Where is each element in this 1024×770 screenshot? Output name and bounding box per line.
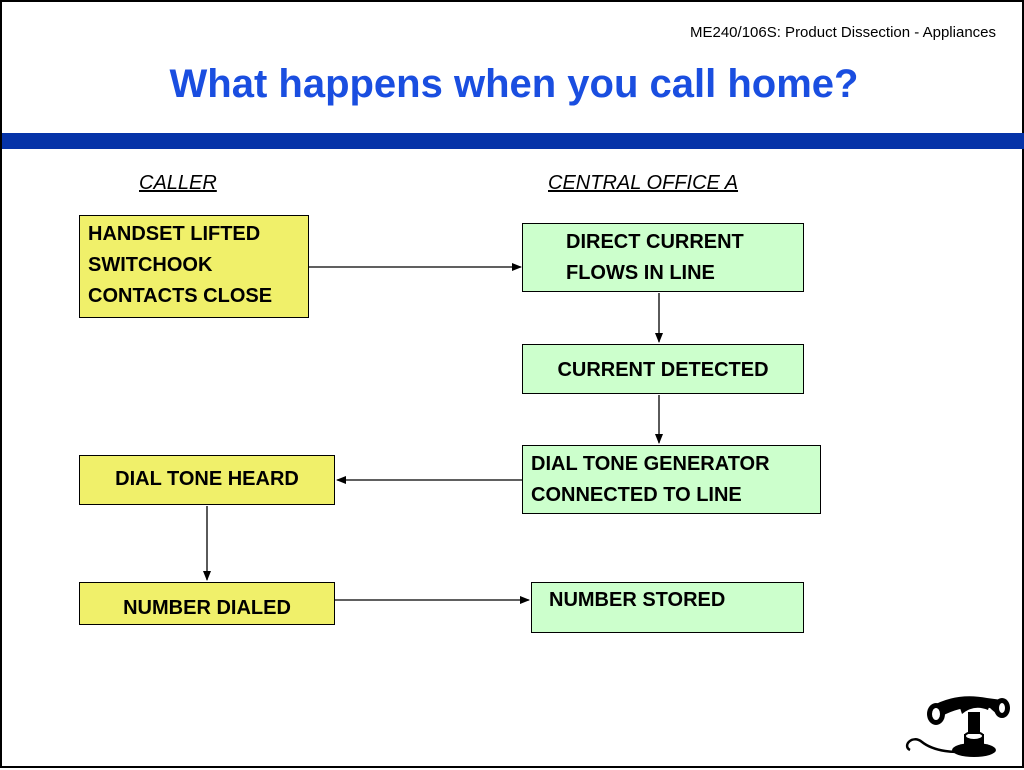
step-text: NUMBER STORED	[549, 589, 726, 611]
step-text: CONTACTS CLOSE	[88, 285, 273, 307]
central-office-column-heading: CENTRAL OFFICE A	[548, 172, 739, 194]
step-text: DIAL TONE GENERATOR	[531, 453, 770, 475]
number-dialed-box: NUMBER DIALED	[79, 582, 335, 625]
step-text: NUMBER DIALED	[123, 597, 291, 619]
telephone-icon	[905, 696, 1010, 757]
step-text: CURRENT DETECTED	[557, 359, 769, 381]
step-text: HANDSET LIFTED	[88, 223, 261, 245]
dial-tone-generator-box: DIAL TONE GENERATOR CONNECTED TO LINE	[522, 445, 821, 514]
step-text: FLOWS IN LINE	[566, 262, 715, 284]
dial-tone-heard-box: DIAL TONE HEARD	[79, 455, 335, 505]
caller-column-heading: CALLER	[139, 172, 217, 194]
step-text: SWITCHOOK	[88, 254, 213, 276]
step-text: CONNECTED TO LINE	[531, 484, 742, 506]
title-divider-band	[2, 133, 1024, 149]
number-stored-box: NUMBER STORED	[531, 582, 804, 633]
course-label: ME240/106S: Product Dissection - Applian…	[690, 24, 996, 41]
page-title: What happens when you call home?	[169, 62, 859, 106]
direct-current-box: DIRECT CURRENT FLOWS IN LINE	[522, 223, 804, 292]
current-detected-box: CURRENT DETECTED	[522, 344, 804, 394]
step-text: DIRECT CURRENT	[566, 231, 744, 253]
step-text: DIAL TONE HEARD	[115, 468, 299, 490]
handset-lifted-box: HANDSET LIFTED SWITCHOOK CONTACTS CLOSE	[79, 215, 309, 318]
